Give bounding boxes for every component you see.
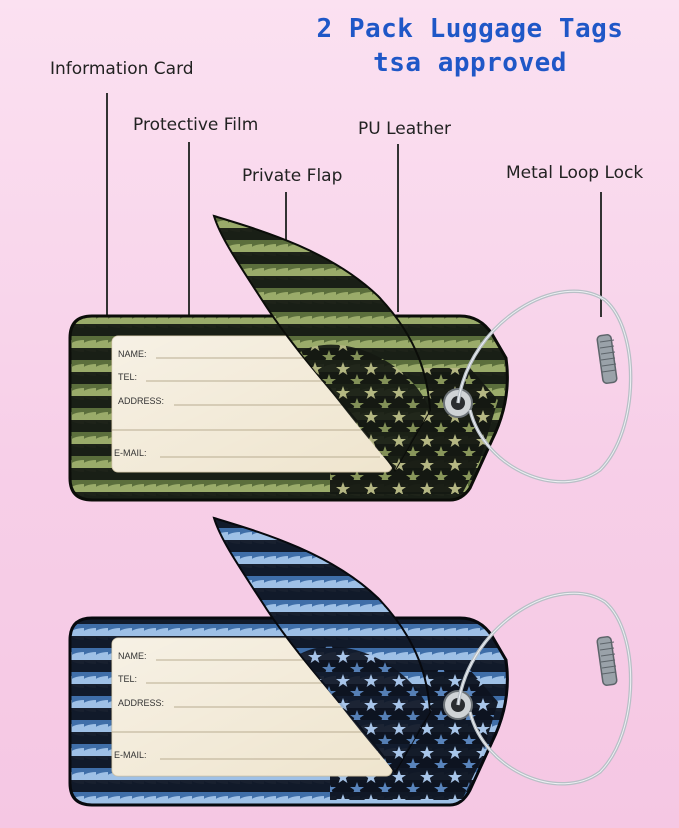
- luggage-tag-green: [68, 214, 633, 502]
- field-tel-label: TEL:: [118, 372, 137, 382]
- leader-metal-loop-lock: [600, 192, 602, 317]
- leader-private-flap: [285, 192, 287, 240]
- field-name-label-2: NAME:: [118, 651, 147, 661]
- field-address-label-2: ADDRESS:: [118, 698, 164, 708]
- callout-pu-leather: PU Leather: [358, 119, 452, 139]
- field-email-label: E-MAIL:: [114, 448, 147, 458]
- field-email-label-2: E-MAIL:: [114, 750, 147, 760]
- leader-pu-leather: [397, 144, 399, 312]
- luggage-tag-blue: [68, 516, 633, 807]
- field-name-label: NAME:: [118, 349, 147, 359]
- field-tel-label-2: TEL:: [118, 674, 137, 684]
- field-address-label: ADDRESS:: [118, 396, 164, 406]
- title-line-1: 2 Pack Luggage Tags: [316, 14, 624, 44]
- leader-information-card: [106, 93, 108, 318]
- callout-protective-film: Protective Film: [133, 115, 259, 135]
- title-line-2: tsa approved: [373, 48, 567, 78]
- callout-information-card: Information Card: [50, 59, 194, 79]
- callout-metal-loop-lock: Metal Loop Lock: [506, 163, 644, 183]
- leader-protective-film: [188, 142, 190, 315]
- callout-private-flap: Private Flap: [242, 166, 343, 186]
